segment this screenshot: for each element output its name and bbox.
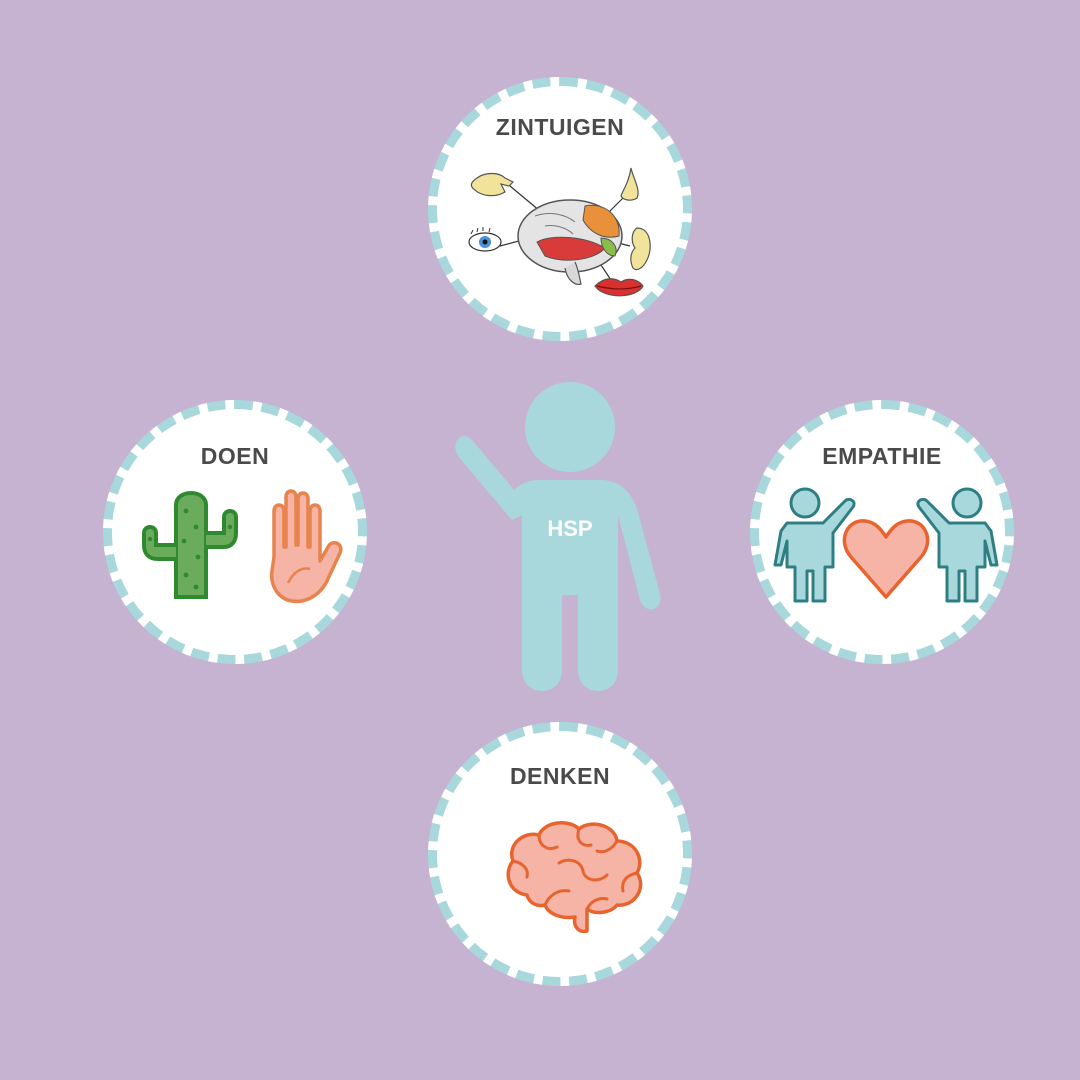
- open-hand-icon: [269, 489, 343, 604]
- brain-icon: [506, 821, 643, 934]
- node-denken: DENKEN: [428, 722, 692, 986]
- node-label: DENKEN: [509, 763, 611, 789]
- colored-brain: [517, 199, 623, 285]
- people-heart-icon: [773, 487, 999, 603]
- node-zintuigen: ZINTUIGEN: [428, 77, 692, 341]
- node-empathie: EMPATHIE: [750, 400, 1014, 664]
- node-label: DOEN: [200, 443, 270, 469]
- center-label: HSP: [547, 516, 593, 541]
- node-label: EMPATHIE: [822, 443, 942, 469]
- node-label: ZINTUIGEN: [495, 114, 625, 140]
- node-doen: DOEN: [103, 400, 367, 664]
- person-figure-icon: [455, 382, 661, 691]
- cactus-icon: [142, 491, 238, 599]
- senses-brain-icon: [468, 167, 651, 297]
